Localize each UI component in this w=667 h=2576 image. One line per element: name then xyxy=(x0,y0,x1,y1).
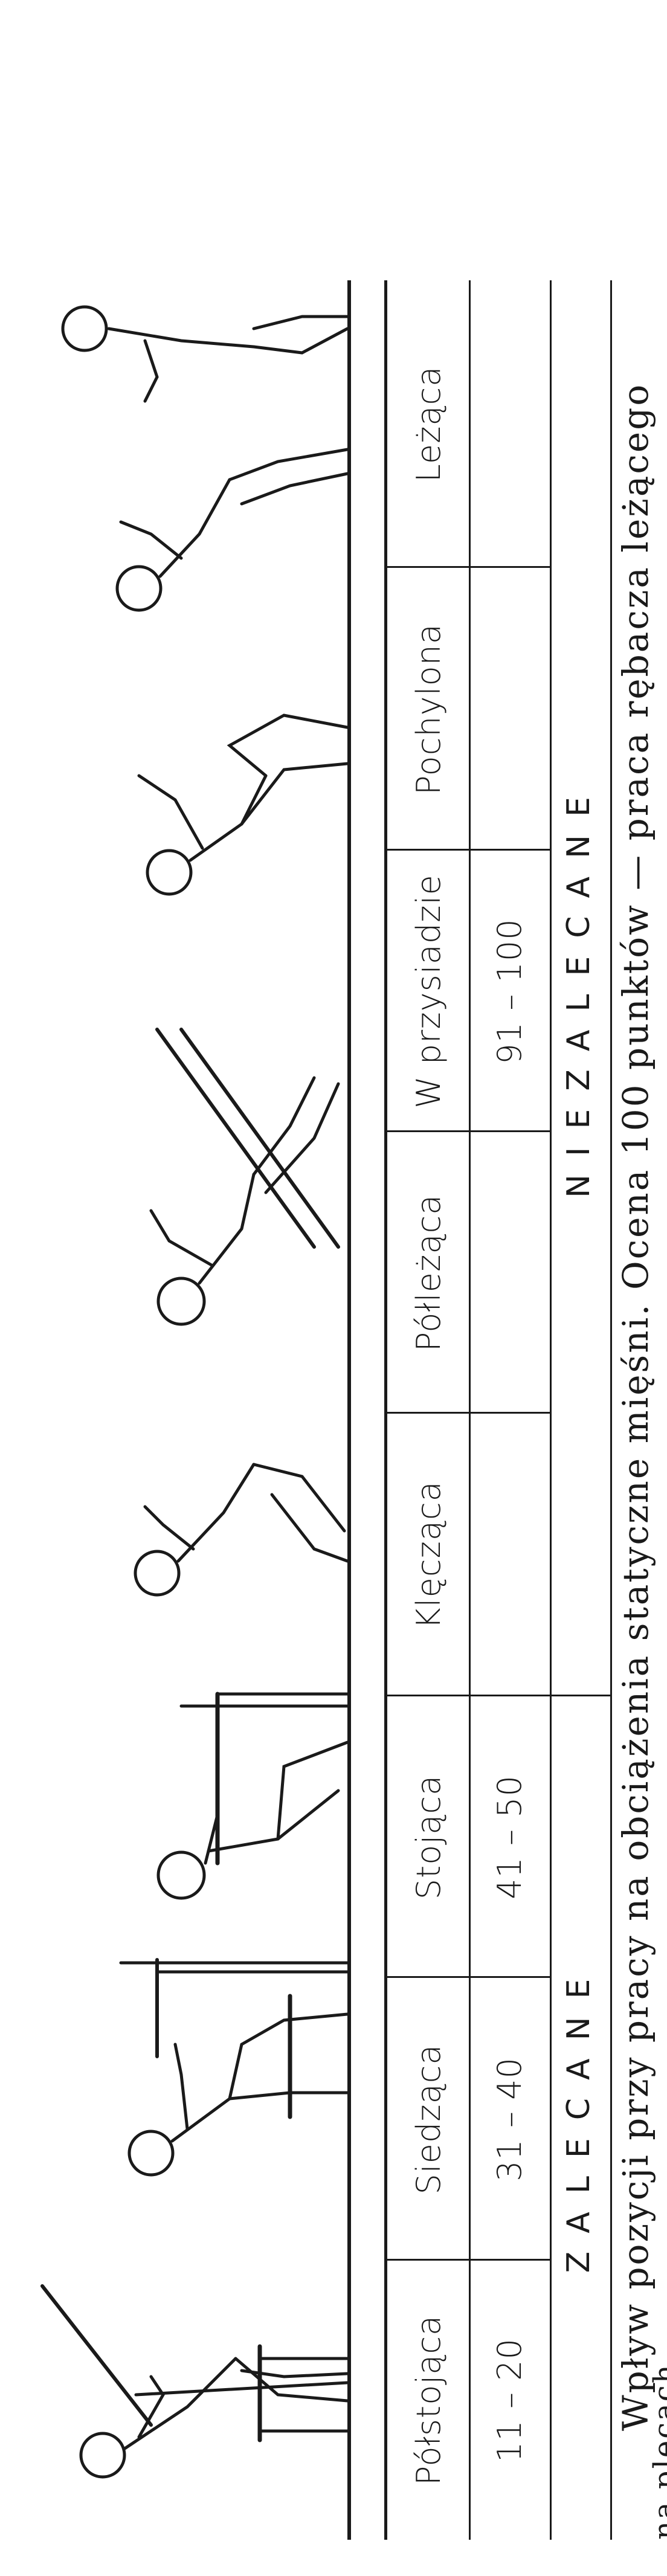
figure-squatting xyxy=(137,713,349,896)
position-score: 91 – 100 xyxy=(491,918,529,1064)
position-label: Półleżąca xyxy=(410,1194,448,1352)
figure-lying xyxy=(61,305,349,403)
posture-illustrations xyxy=(40,280,351,2540)
position-score: 11 – 20 xyxy=(491,2338,529,2462)
position-label: Stojąca xyxy=(410,1774,448,1900)
col-divider-5 xyxy=(387,1130,550,1132)
figure-kneeling xyxy=(134,1463,349,1597)
position-label: Półstojąca xyxy=(410,2314,448,2486)
position-label: W przysiadzie xyxy=(410,874,448,1109)
not-recommended-band: NIEZALECANE xyxy=(561,779,597,1198)
position-label: Pochylona xyxy=(410,623,448,795)
figure-sitting xyxy=(119,1958,349,2177)
position-score: 31 – 40 xyxy=(491,2057,529,2182)
table-bottom-line xyxy=(610,280,612,2540)
position-label: Klęcząca xyxy=(410,1481,448,1629)
col-divider-7 xyxy=(387,566,550,568)
table-row-line xyxy=(469,280,471,2540)
col-divider-4 xyxy=(387,1412,550,1414)
table-band-line xyxy=(550,280,552,2540)
figure-caption-line-2: na plecach xyxy=(648,2363,667,2540)
figure-bent xyxy=(115,448,349,612)
recommended-band: ZALECANE xyxy=(561,1960,597,2273)
figure-caption-line-1: Wpływ pozycji przy pracy na obciążenia s… xyxy=(615,382,656,2431)
col-divider-6 xyxy=(387,849,550,851)
figure-half-lying xyxy=(149,1028,340,1326)
col-divider-3 xyxy=(387,1695,611,1696)
figure-half-standing xyxy=(40,2284,351,2479)
col-divider-2 xyxy=(387,1976,550,1978)
position-score: 41 – 50 xyxy=(491,1775,529,1899)
position-label: Siedząca xyxy=(410,2044,448,2195)
table-top-line xyxy=(384,280,387,2540)
col-divider-1 xyxy=(387,2259,550,2261)
position-label: Leżąca xyxy=(410,365,448,483)
figure-standing xyxy=(156,1692,349,1900)
